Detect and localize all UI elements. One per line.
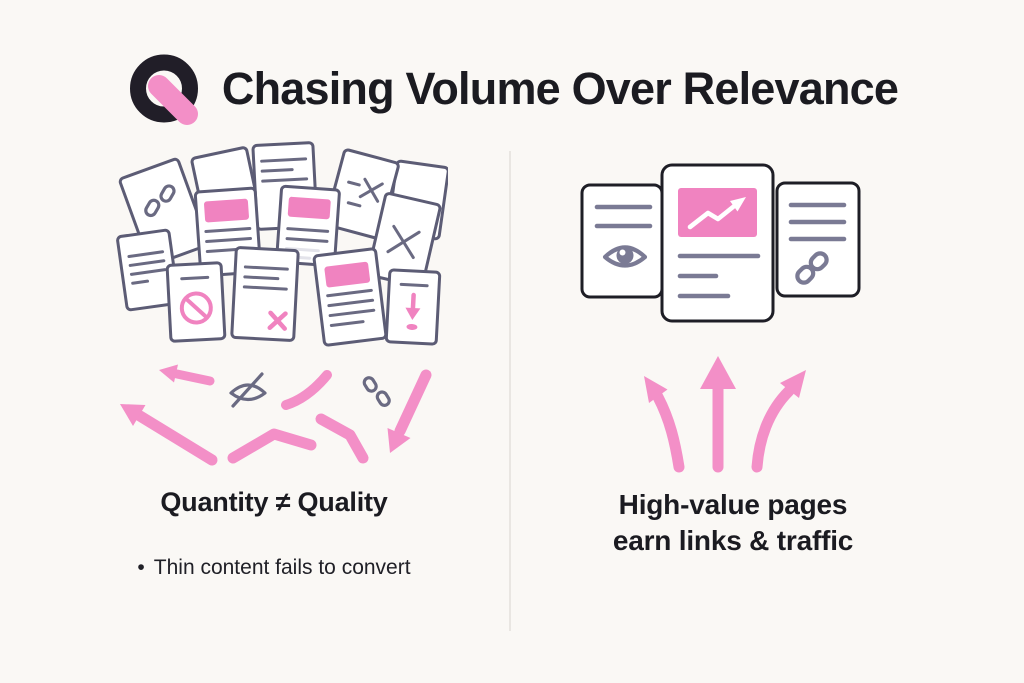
left-bullet-item: • Thin content fails to convert [74,556,474,580]
document [366,192,442,288]
upward-arrows-illustration [644,356,806,473]
document [275,184,341,268]
left-heading: Quantity ≠ Quality [160,487,388,517]
page-cards-illustration [580,163,861,323]
bent-elbow-stroke [315,413,369,464]
bullet-marker: • [137,556,145,579]
right-heading-line2: earn links & traffic [612,525,854,556]
header: Chasing Volume Over Relevance [0,52,1024,126]
chevron-stroke [227,428,317,464]
bullet-text: Thin content fails to convert [153,556,411,579]
up-right-arrow [751,370,806,473]
link-icon [795,251,829,285]
trending-up-chart-icon [678,188,757,237]
right-heading-line1: High-value pages [618,489,848,520]
column-divider [509,151,511,631]
document [312,247,388,347]
center-page-card [660,163,775,323]
brand-q-logo-icon [129,54,198,125]
download-arrow-icon [405,292,421,330]
eye-icon [602,245,648,268]
document-pile-illustration [116,141,448,347]
x-mark-icon [346,177,384,208]
prohibition-icon [179,291,213,325]
up-arrow [700,356,736,473]
curved-elbow-stroke [281,370,332,410]
long-up-left-arrow [120,404,218,466]
broken-link-icon [144,184,176,218]
document [384,268,442,346]
right-page-card [775,181,861,298]
left-page-card [580,183,664,299]
pink-cross-icon [267,310,288,331]
small-left-arrow [159,364,215,386]
hidden-eye-icon [229,372,267,408]
document [230,246,300,342]
x-mark-icon [386,224,421,260]
right-heading: High-value pages earn links & traffic [533,487,933,559]
page-title: Chasing Volume Over Relevance [221,63,899,114]
up-left-arrow [644,376,685,473]
scattered-arrows-illustration [120,364,432,466]
broken-chain-icon [362,376,391,407]
long-down-arrow [387,369,432,453]
document [165,261,227,343]
